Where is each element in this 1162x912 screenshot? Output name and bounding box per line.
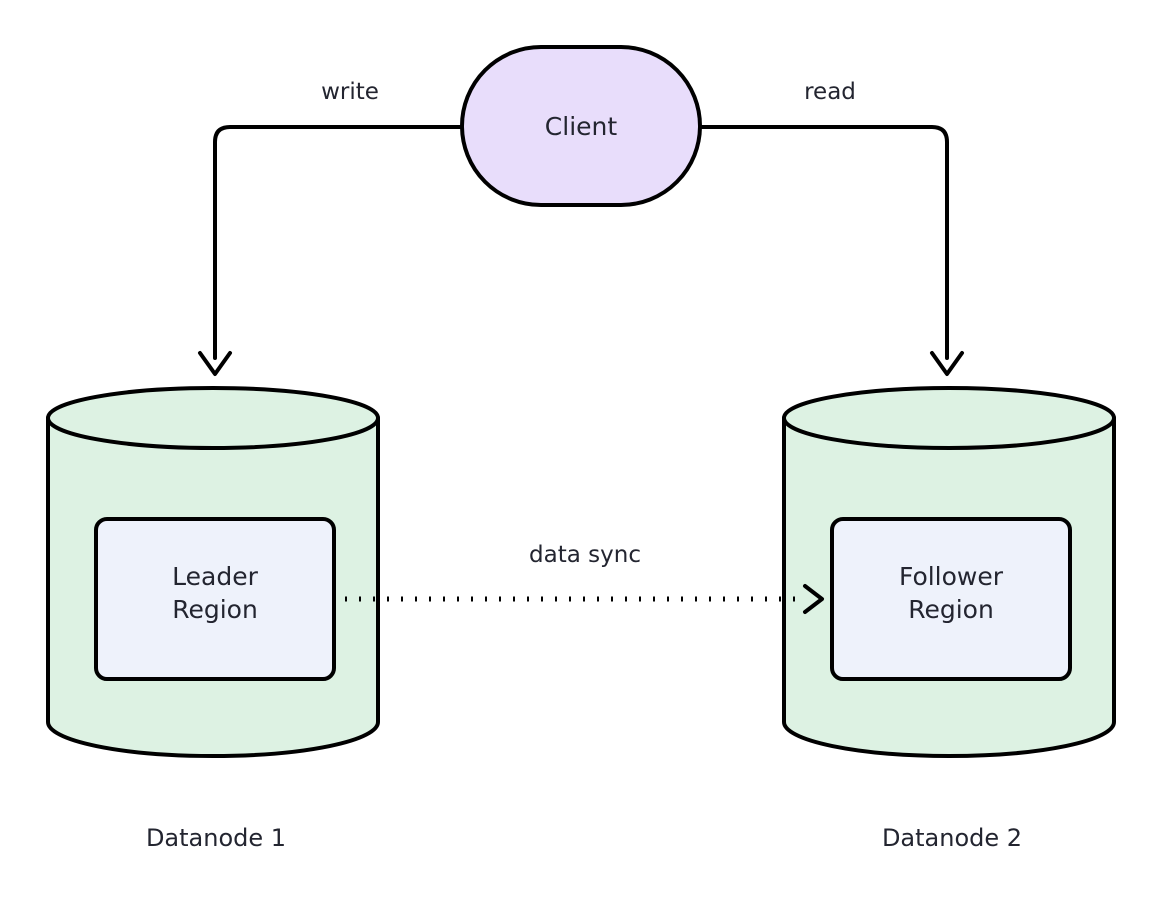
edge-read xyxy=(698,125,964,376)
datanode2-cylinder-top xyxy=(782,386,1116,450)
edge-read-line xyxy=(698,125,949,360)
edge-read-arrowhead xyxy=(930,351,964,376)
node-leader-region[interactable] xyxy=(94,517,336,681)
edge-write-arrowhead xyxy=(198,351,232,376)
edge-data-sync-arrowhead xyxy=(803,584,824,614)
edge-write xyxy=(198,125,464,376)
datanode1-cylinder-top xyxy=(46,386,380,450)
node-follower-region[interactable] xyxy=(830,517,1072,681)
edge-data-sync xyxy=(345,584,824,614)
edge-write-line xyxy=(213,125,464,360)
node-client[interactable] xyxy=(460,45,702,207)
